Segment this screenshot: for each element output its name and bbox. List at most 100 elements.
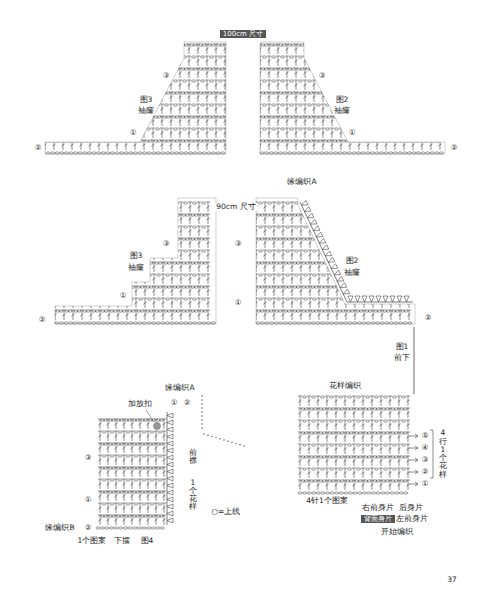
double-crochet-symbol [71, 226, 75, 236]
double-crochet-symbol [133, 140, 137, 150]
fan-stitch [397, 296, 402, 302]
fan-stitch [304, 207, 310, 212]
chain-stitch [334, 56, 338, 58]
chain-stitch [376, 322, 380, 324]
chain-stitch [426, 92, 430, 94]
double-crochet-symbol [179, 262, 183, 272]
chain-stitch [390, 92, 394, 94]
chain-stitch [130, 116, 134, 118]
chain-stitch [435, 68, 439, 70]
chain-stitch [417, 116, 421, 118]
chain-stitch [192, 226, 196, 228]
double-crochet-symbol [152, 262, 156, 272]
chain-stitch [360, 44, 364, 46]
double-crochet-symbol [179, 238, 183, 248]
chain-stitch [305, 238, 309, 240]
chain-stitch [193, 68, 197, 70]
chain-stitch [173, 80, 177, 82]
chain-stitch [106, 322, 110, 324]
chain-stitch [138, 226, 142, 228]
chain-stitch [82, 44, 86, 46]
chain-stitch [64, 116, 68, 118]
chain-stitch [176, 214, 180, 216]
chain-stitch [278, 214, 282, 216]
chain-stitch [293, 322, 297, 324]
double-crochet-symbol [281, 262, 285, 272]
double-crochet-symbol [188, 286, 192, 296]
chain-stitch [273, 116, 277, 118]
chain-stitch [191, 104, 195, 106]
double-crochet-symbol [258, 140, 262, 150]
double-crochet-symbol [161, 226, 165, 236]
fan-stitch [328, 257, 334, 262]
double-crochet-symbol [160, 140, 164, 150]
chain-stitch [282, 68, 286, 70]
chain-stitch [194, 286, 198, 288]
double-crochet-symbol [393, 128, 397, 138]
chain-stitch [156, 202, 160, 204]
chain-stitch [200, 80, 204, 82]
chain-stitch [211, 68, 215, 70]
double-crochet-symbol [205, 44, 209, 54]
chain-stitch [184, 68, 188, 70]
double-crochet-symbol [312, 56, 316, 66]
double-crochet-symbol [124, 140, 128, 150]
chain-stitch [403, 152, 407, 154]
chain-stitch [147, 152, 151, 154]
chain-stitch [402, 274, 406, 276]
chain-stitch [155, 238, 159, 240]
chain-stitch [202, 322, 206, 324]
chain-stitch [404, 286, 408, 288]
chain-stitch [84, 202, 88, 204]
chain-stitch [378, 116, 382, 118]
double-crochet-symbol [303, 80, 307, 90]
double-crochet-symbol [152, 250, 156, 260]
chain-stitch [311, 322, 315, 324]
double-crochet-symbol [335, 310, 339, 320]
chain-stitch [65, 128, 69, 130]
double-crochet-symbol [299, 214, 303, 224]
double-crochet-symbol [106, 104, 110, 114]
double-crochet-symbol [70, 116, 74, 126]
chain-stitch [69, 152, 73, 154]
chain-stitch [175, 152, 179, 154]
chain-stitch [423, 68, 427, 70]
chain-stitch [351, 68, 355, 70]
double-crochet-symbol [411, 140, 415, 150]
double-crochet-symbol [53, 238, 57, 248]
double-crochet-symbol [197, 250, 201, 260]
chain-stitch [103, 140, 107, 142]
chain-stitch [174, 298, 178, 300]
double-crochet-symbol [53, 226, 57, 236]
chain-stitch [380, 322, 384, 324]
chain-stitch [393, 226, 397, 228]
double-crochet-symbol [407, 310, 411, 320]
chain-stitch [296, 238, 300, 240]
chain-stitch [133, 322, 137, 324]
double-crochet-symbol [88, 68, 92, 78]
chain-stitch [260, 152, 264, 154]
double-crochet-symbol [254, 298, 258, 308]
double-crochet-symbol [362, 238, 366, 248]
double-crochet-symbol [254, 274, 258, 284]
double-crochet-symbol [170, 238, 174, 248]
double-crochet-symbol [254, 310, 258, 320]
double-crochet-symbol [254, 250, 258, 260]
double-crochet-symbol [188, 262, 192, 272]
double-crochet-symbol [206, 298, 210, 308]
chain-stitch [288, 152, 292, 154]
chain-stitch [388, 80, 392, 82]
chain-stitch [258, 298, 262, 300]
double-crochet-symbol [357, 68, 361, 78]
chain-stitch [174, 202, 178, 204]
chain-stitch [173, 128, 177, 130]
chain-stitch [65, 104, 69, 106]
double-crochet-symbol [393, 116, 397, 126]
stitch-chart [258, 44, 442, 150]
double-crochet-symbol [178, 80, 182, 90]
chain-stitch [95, 262, 99, 264]
double-crochet-symbol [317, 226, 321, 236]
double-crochet-symbol [152, 310, 156, 320]
double-crochet-symbol [214, 44, 218, 54]
